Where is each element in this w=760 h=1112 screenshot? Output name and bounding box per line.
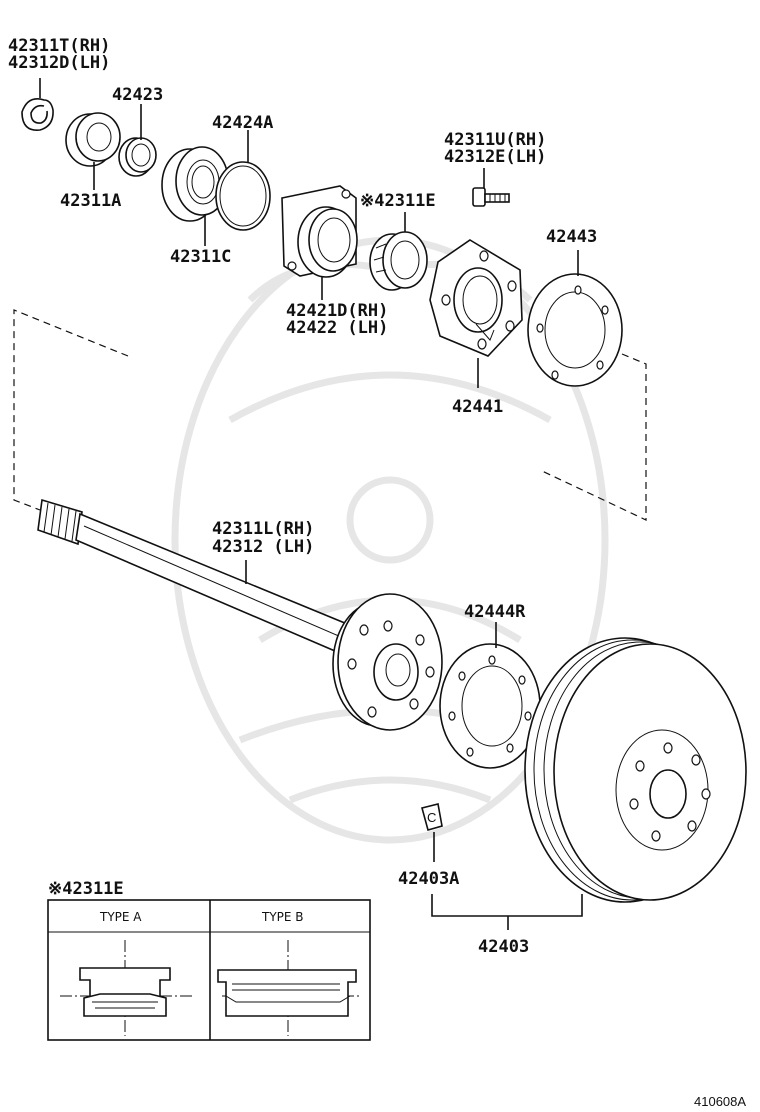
- drum-part-number: 42403: [478, 937, 529, 957]
- assembly-guide-left: [13, 309, 129, 511]
- gasket-part-number: 42444R: [464, 602, 526, 622]
- retainer-ring: [118, 104, 157, 177]
- assembly-bracket: [431, 894, 583, 930]
- snap-ring-part-number-lh: 42312D(LH): [8, 53, 110, 73]
- snap-ring: [21, 78, 54, 131]
- hub-bolt: [472, 168, 510, 207]
- axle-flange: [332, 593, 443, 731]
- oil-seal-type-inset: [47, 899, 371, 1041]
- bolt-part-number-rh: 42311U(RH): [444, 130, 546, 150]
- axle-shaft-part-number-rh: 42311L(RH): [212, 519, 314, 539]
- bearing-part-number: 42311C: [170, 247, 231, 267]
- gasket: [439, 622, 541, 769]
- brake-drum: [524, 637, 747, 903]
- oil-seal-part-number: ※42311E: [360, 191, 436, 211]
- backing-plate: [429, 239, 523, 388]
- o-ring: [215, 130, 271, 231]
- bearing-case: [281, 185, 358, 300]
- o-ring-part-number: 42424A: [212, 113, 273, 133]
- oil-seal: [369, 212, 428, 291]
- type-b-label: TYPE B: [261, 910, 304, 924]
- svg-text:C: C: [427, 810, 436, 825]
- illustration-reference: 410608A: [694, 1094, 746, 1109]
- case-part-number-rh: 42421D(RH): [286, 301, 388, 321]
- plug-part-number: 42403A: [398, 869, 459, 889]
- bearing-outer-race: [65, 112, 121, 190]
- bolt-part-number-lh: 42312E(LH): [444, 147, 546, 167]
- drum-plug: C: [421, 803, 443, 862]
- inset-title: ※42311E: [48, 879, 124, 899]
- bearing-outer-part-number: 42311A: [60, 191, 121, 211]
- snap-ring-part-number-rh: 42311T(RH): [8, 36, 110, 56]
- gasket-plate: [527, 250, 623, 387]
- case-part-number-lh: 42422 (LH): [286, 318, 388, 338]
- bearing: [161, 146, 229, 246]
- retainer-part-number: 42423: [112, 85, 163, 105]
- type-a-label: TYPE A: [99, 910, 142, 924]
- axle-shaft-part-number-lh: 42312 (LH): [212, 537, 314, 557]
- backing-plate-part-number: 42441: [452, 397, 503, 417]
- assembly-guide-right: [539, 353, 647, 521]
- gasket-plate-part-number: 42443: [546, 227, 597, 247]
